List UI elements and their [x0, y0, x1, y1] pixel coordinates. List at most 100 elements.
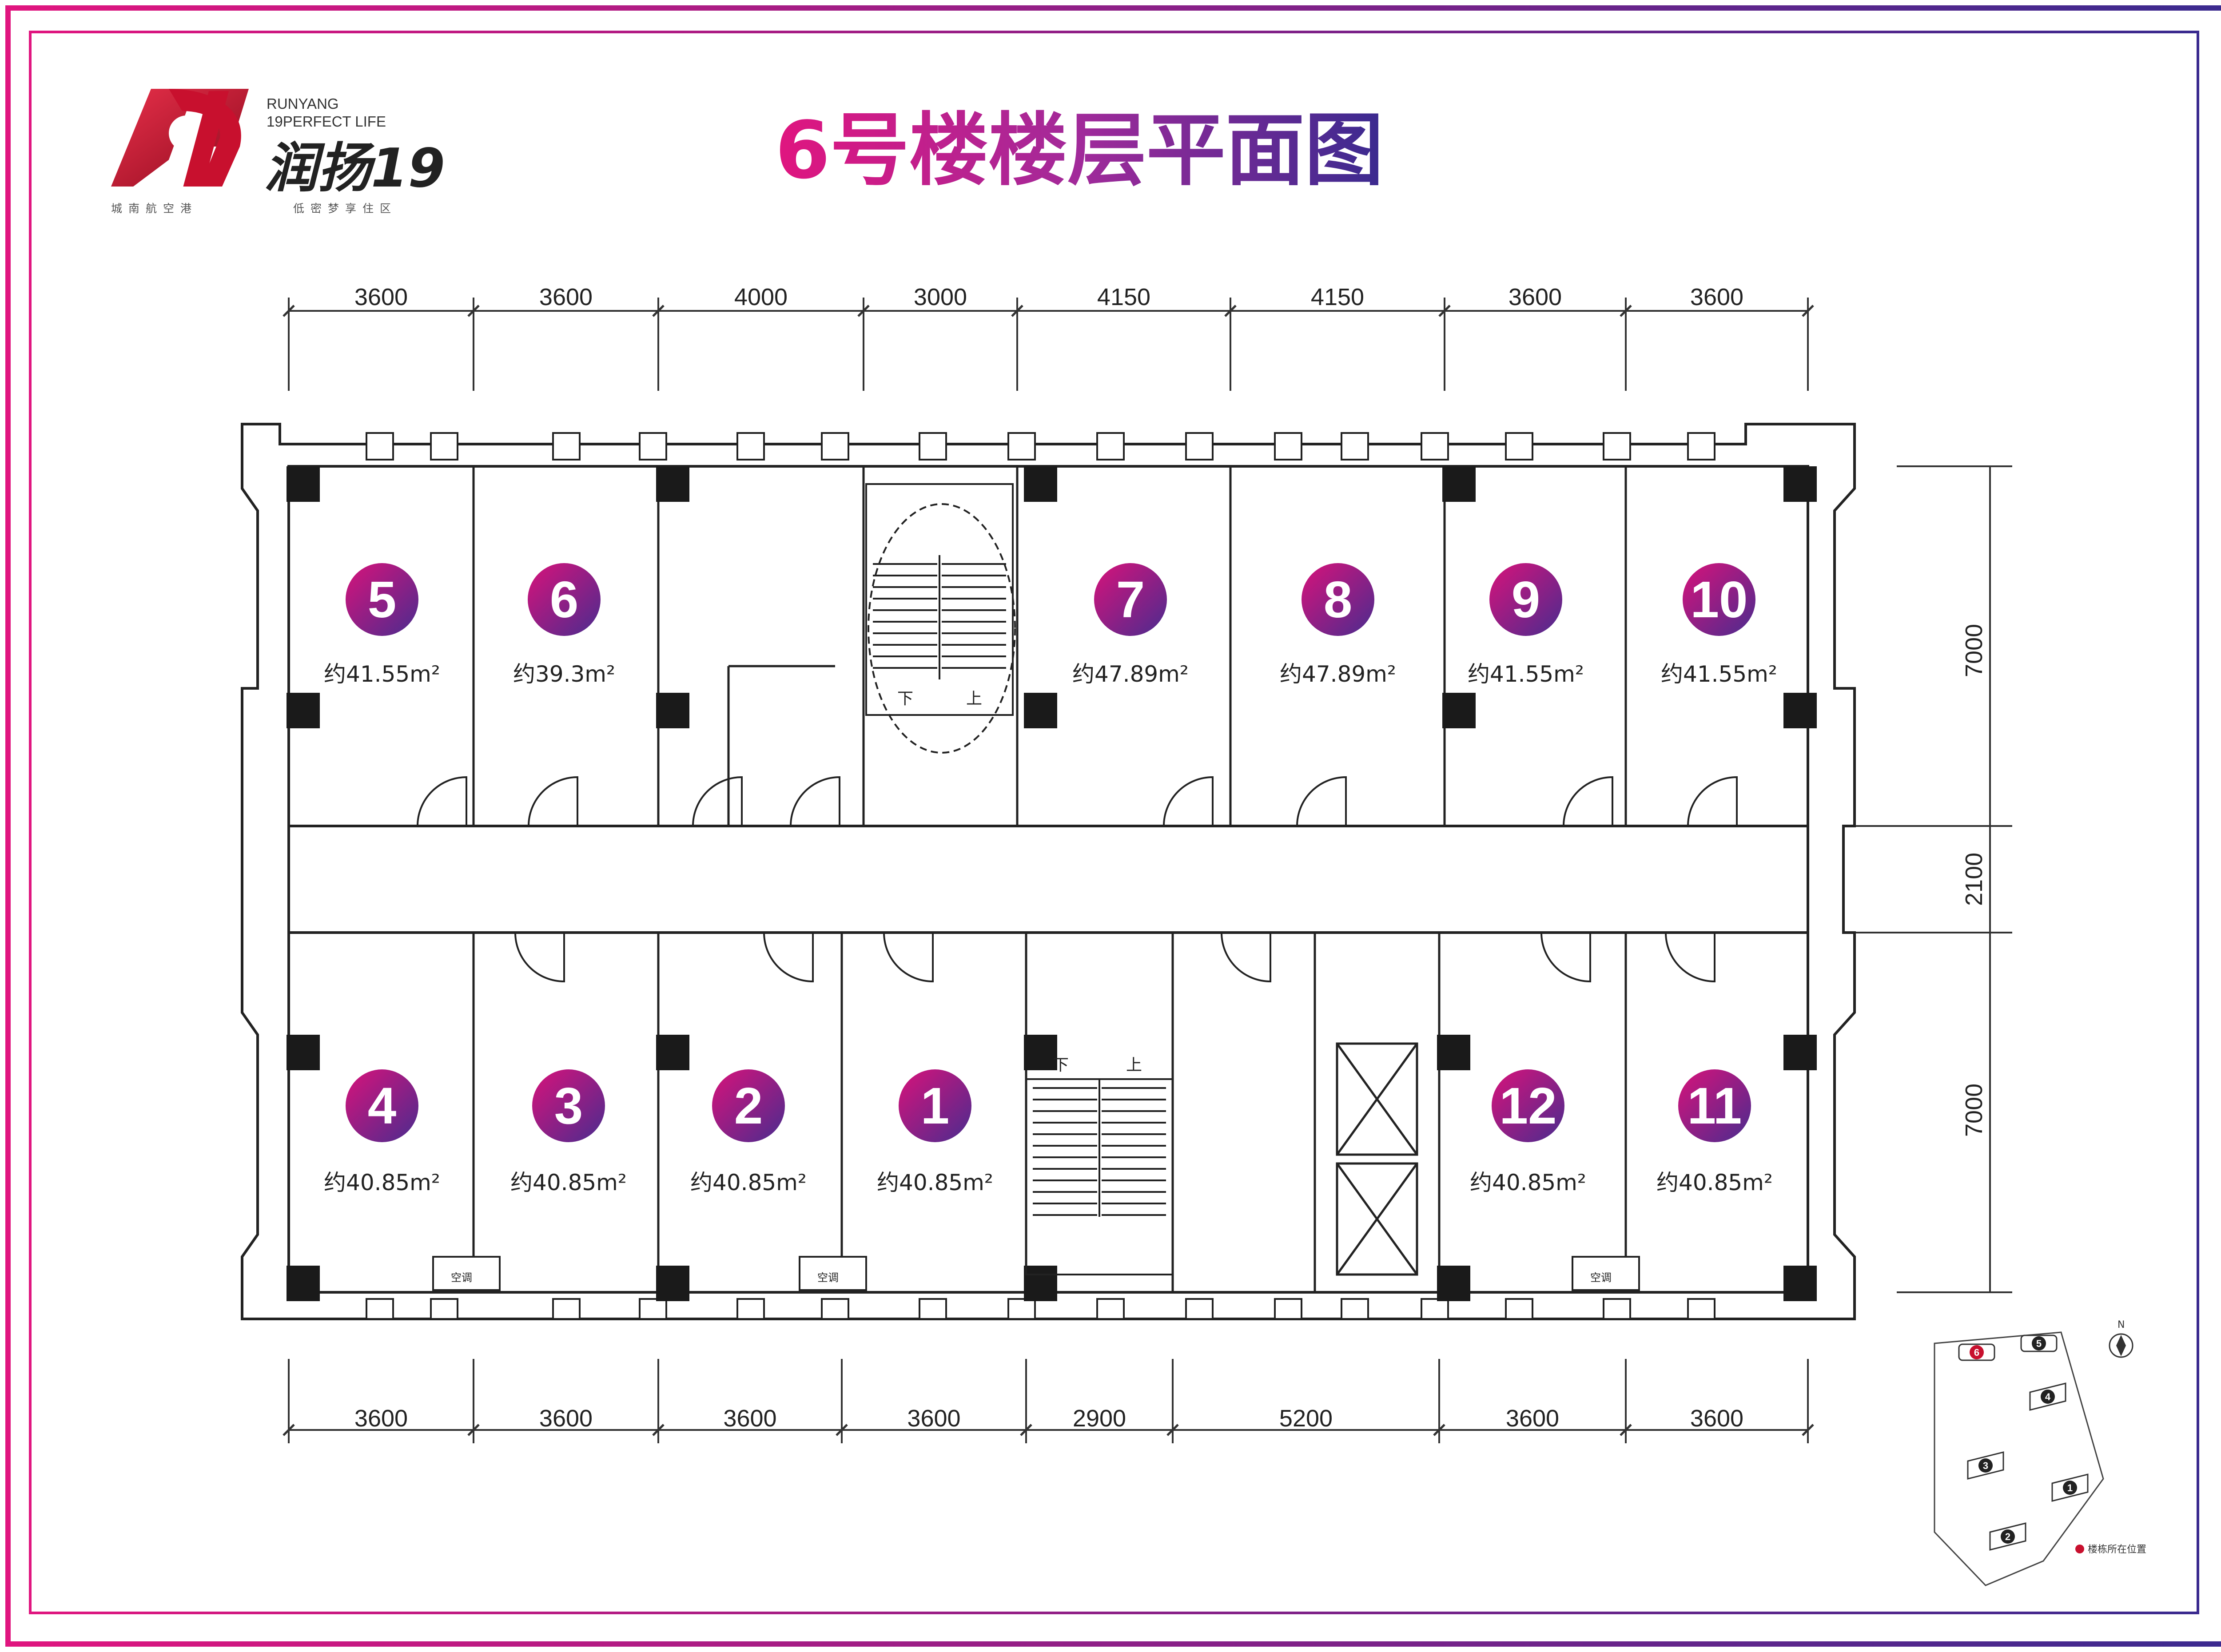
bottom-dimension-label: 3600 [1690, 1405, 1743, 1432]
top-window [1007, 432, 1036, 461]
bottom-window [1096, 1298, 1125, 1320]
unit-number: 3 [554, 1077, 583, 1135]
stair-ellipse [868, 503, 1016, 754]
bottom-window [821, 1298, 849, 1320]
top-window [1505, 432, 1533, 461]
unit-area: 约40.85m² [324, 1170, 440, 1195]
bottom-dimension-tick-mark [652, 1424, 665, 1436]
brand-english-bottom: 19PERFECT LIFE [267, 113, 386, 130]
brand-slogan-left: 城南航空港 [111, 202, 198, 215]
structural-column [656, 1035, 689, 1070]
unit-area: 约40.85m² [1656, 1170, 1773, 1195]
site-building-label: 6 [1974, 1347, 1979, 1358]
structural-column [656, 693, 689, 728]
door-swing [1563, 776, 1613, 826]
outer-wall [241, 423, 1856, 1320]
bottom-dimension-ticks [283, 1359, 1814, 1443]
top-dimension-tick-mark [1011, 305, 1023, 317]
bottom-dimension-label: 3600 [1506, 1405, 1559, 1432]
door-swings [417, 776, 1738, 983]
top-dimension-label: 3600 [354, 284, 408, 310]
bottom-window [639, 1298, 667, 1320]
site-plan-legend: 楼栋所在位置 [2088, 1544, 2146, 1555]
door-swing [1221, 932, 1271, 983]
outer-frame [5, 5, 2221, 1647]
site-building-marker [2041, 1390, 2055, 1404]
top-dimension-label: 3600 [1509, 284, 1562, 310]
unit-area: 约40.85m² [690, 1170, 807, 1195]
unit-number: 8 [1324, 571, 1353, 628]
unit-number: 4 [368, 1077, 397, 1135]
structural-column [1437, 1266, 1470, 1301]
unit-badge [1302, 563, 1374, 636]
bottom-dimension-tick-mark [836, 1424, 848, 1436]
unit-area: 约41.55m² [324, 661, 440, 687]
top-window [1096, 432, 1125, 461]
door-swing [883, 932, 934, 983]
door-swing [1665, 932, 1716, 983]
structural-column [1024, 693, 1057, 728]
ac-unit: 空调 [432, 1256, 501, 1291]
north-arrow-needle [2116, 1335, 2126, 1356]
unit-badge [1492, 1069, 1564, 1142]
bottom-dimension-tick-mark [1620, 1424, 1632, 1436]
page-title: 6号楼楼层平面图 [775, 104, 1384, 196]
top-window [821, 432, 849, 461]
bottom-dimension-tick-mark [1802, 1424, 1814, 1436]
bottom-dimension-label: 3600 [539, 1405, 593, 1432]
unit-badge [899, 1069, 971, 1142]
bottom-window [366, 1298, 394, 1320]
brand-english-top: RUNYANG [267, 95, 339, 112]
bottom-window [1421, 1298, 1449, 1320]
site-building-label: 2 [2005, 1531, 2010, 1542]
unit-area: 约41.55m² [1468, 661, 1584, 687]
unit-number: 12 [1499, 1077, 1556, 1135]
unit-number: 7 [1116, 571, 1145, 628]
site-building-marker [1970, 1345, 1984, 1359]
bottom-window [1341, 1298, 1369, 1320]
top-dimension-tick-mark [1438, 305, 1451, 317]
ac-box [1572, 1256, 1640, 1291]
unit-number: 5 [368, 571, 397, 628]
top-window [430, 432, 458, 461]
unit-number: 10 [1690, 571, 1747, 628]
bottom-window [552, 1298, 581, 1320]
top-dimension-tick-mark [1802, 305, 1814, 317]
top-dimension-ticks [283, 298, 1814, 391]
top-dimension-label: 3000 [914, 284, 967, 310]
bottom-unit-4: 4 约40.85m² [324, 1069, 440, 1195]
structural-column [287, 693, 320, 728]
legend-dot [2075, 1545, 2084, 1553]
window-bays [366, 432, 1716, 1320]
door-swing [1540, 932, 1591, 983]
top-window [736, 432, 765, 461]
ac-label: 空调 [1590, 1271, 1612, 1284]
bottom-window [1505, 1298, 1533, 1320]
elevator-2-cross-b [1336, 1163, 1418, 1275]
unit-area: 约40.85m² [510, 1170, 627, 1195]
site-building-label: 4 [2045, 1391, 2051, 1402]
top-window [1274, 432, 1302, 461]
unit-area: 约40.85m² [877, 1170, 993, 1195]
door-swing [1296, 776, 1347, 826]
top-stair-down-label: 下 [897, 690, 913, 708]
bottom-window [430, 1298, 458, 1320]
ac-units: 空调 空调 空调 [432, 1256, 1640, 1291]
structural-column [287, 1035, 320, 1070]
ac-label: 空调 [817, 1271, 839, 1284]
unit-partitions [472, 466, 1627, 1292]
bottom-window [1274, 1298, 1302, 1320]
logo-swoosh [169, 89, 241, 187]
unit-badge [1683, 563, 1755, 636]
